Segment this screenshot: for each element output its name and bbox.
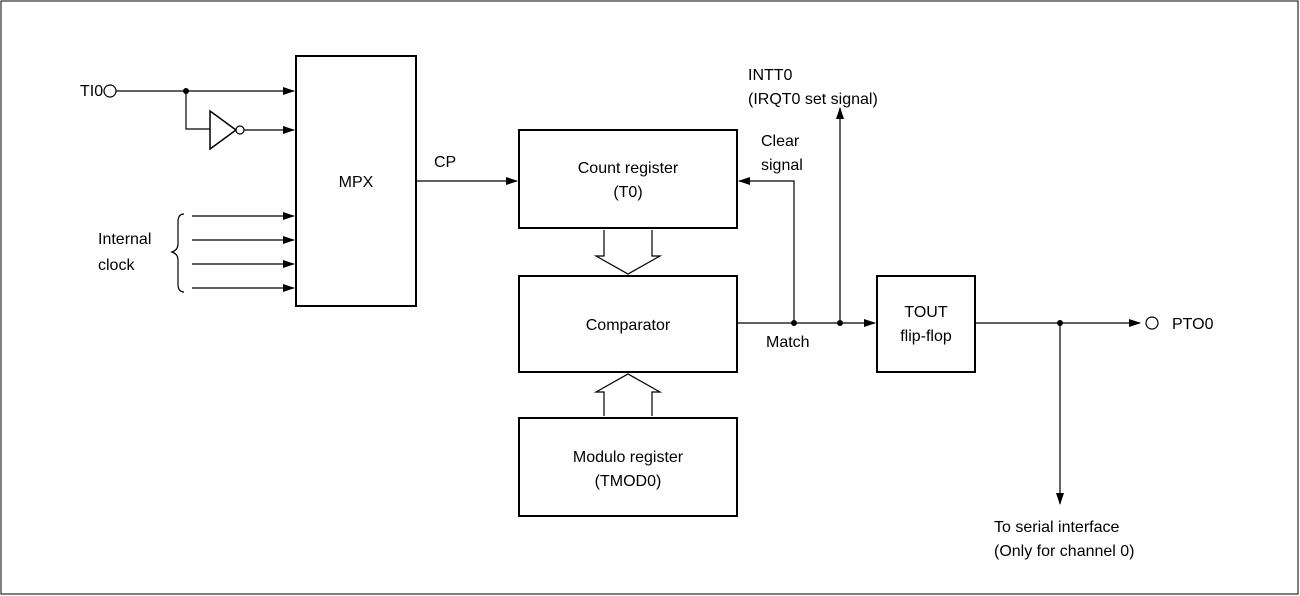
clear-signal-label-2: signal [761,157,803,174]
internal-clock-brace [170,213,185,293]
ti0-pin [103,84,117,98]
modulo-register-sublabel: (TMOD0) [595,473,662,490]
count-register-block [518,129,738,229]
intt0-sublabel: (IRQT0 set signal) [748,91,878,108]
modulo-register-label: Modulo register [573,449,684,466]
clear-signal-line [738,177,795,323]
tout-label: TOUT [904,304,947,321]
inverter-bubble [235,125,245,135]
pto0-pin [1145,316,1159,330]
mpx-label: MPX [339,174,374,191]
intt0-label: INTT0 [748,67,793,84]
inverter-icon [209,109,238,151]
serial-label: To serial interface [994,519,1119,536]
comparator-label: Comparator [586,317,671,334]
pto0-label: PTO0 [1172,316,1214,333]
modulo-register-block [518,417,738,517]
tout-sublabel: flip-flop [900,328,952,345]
internal-clock-label-1: Internal [98,231,151,248]
tout-flipflop-block [876,275,976,373]
internal-clock-label-2: clock [98,257,135,274]
match-label: Match [766,334,810,351]
count-to-comparator-arrow [593,230,663,275]
ti0-branch-line [185,91,210,130]
clear-signal-label-1: Clear [761,133,800,150]
modulo-to-comparator-arrow [593,373,663,416]
count-register-label: Count register [578,160,679,177]
serial-sublabel: (Only for channel 0) [994,543,1135,560]
count-register-sublabel: (T0) [613,184,642,201]
cp-label: CP [434,154,456,171]
ti0-label: TI0 [80,83,103,100]
comparator-block [518,275,738,373]
